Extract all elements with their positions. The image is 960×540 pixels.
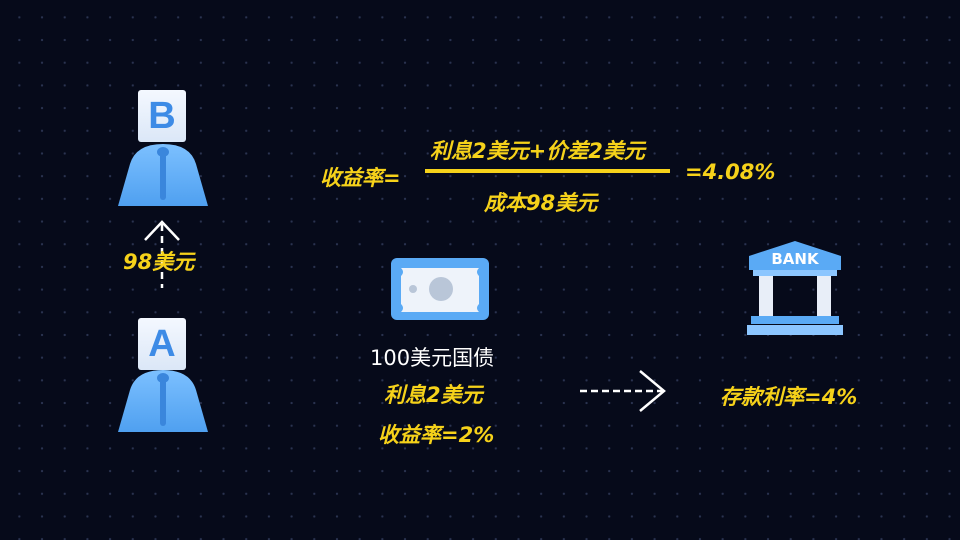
formula-numerator: 利息2美元+价差2美元 — [430, 139, 645, 163]
arrow-up-icon — [144, 220, 180, 288]
person-b-badge: B — [138, 90, 186, 142]
bank-icon: BANK — [747, 240, 843, 336]
arrow-right-icon — [580, 370, 666, 412]
formula-result: =4.08% — [685, 160, 776, 184]
person-a: A — [116, 318, 210, 434]
transfer-amount: 98美元 — [123, 250, 195, 274]
formula-lhs: 收益率= — [320, 166, 401, 190]
fraction-bar — [425, 169, 670, 173]
banknote-icon — [391, 258, 489, 320]
bank-deposit-rate: 存款利率=4% — [720, 385, 858, 409]
bond-interest: 利息2美元 — [384, 383, 483, 407]
bond-name: 100美元国债 — [370, 346, 495, 370]
person-a-badge: A — [138, 318, 186, 370]
person-body-icon — [118, 370, 208, 432]
bond-yield: 收益率=2% — [378, 423, 495, 447]
bank-label: BANK — [771, 250, 819, 268]
person-body-icon — [118, 144, 208, 206]
formula-denominator: 成本98美元 — [484, 191, 598, 215]
person-b: B — [116, 90, 210, 208]
